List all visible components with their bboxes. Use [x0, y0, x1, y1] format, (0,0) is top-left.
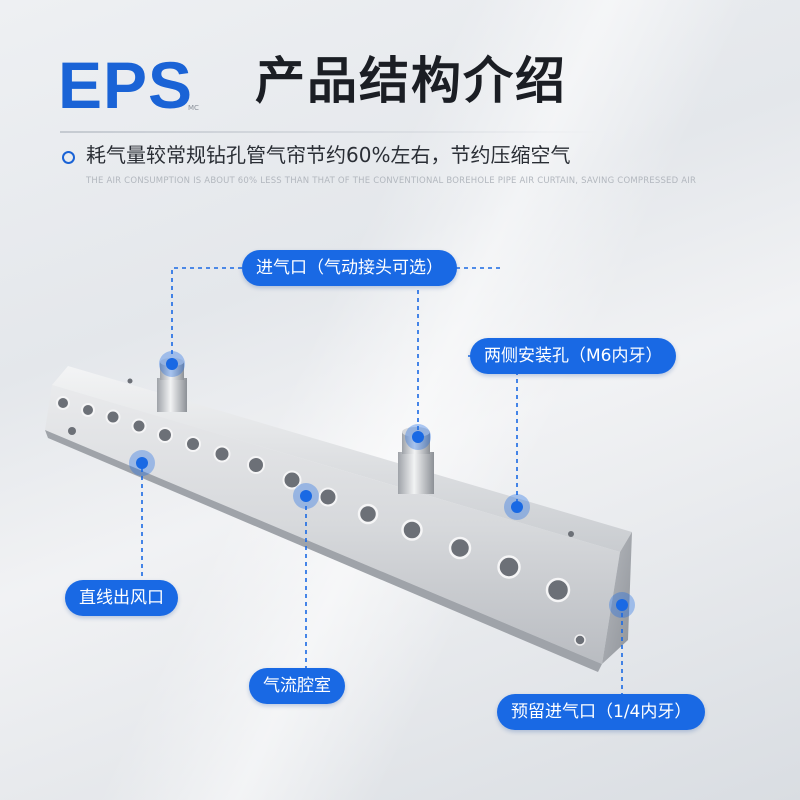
- inlet-right-marker: [405, 424, 431, 450]
- callout-inlet: 进气口（气动接头可选）: [242, 250, 457, 286]
- intro-text-en: THE AIR CONSUMPTION IS ABOUT 60% LESS TH…: [86, 176, 697, 186]
- bullet-circle-icon: [62, 151, 75, 164]
- callout-mount-holes: 两侧安装孔（M6内牙）: [470, 338, 677, 374]
- page-title: 产品结构介绍: [255, 52, 567, 110]
- callout-chamber: 气流腔室: [249, 668, 345, 704]
- outlet-holes: [56, 378, 586, 646]
- air-knife-body: [45, 366, 632, 672]
- chamber-marker: [293, 483, 319, 509]
- header-divider: [60, 131, 600, 133]
- brand-mark: MC: [188, 104, 199, 112]
- reserved-inlet-marker: [609, 592, 635, 618]
- intro-text: 耗气量较常规钻孔管气帘节约60%左右，节约压缩空气: [86, 143, 571, 167]
- callout-outlet: 直线出风口: [65, 580, 178, 616]
- inlet-left-marker: [159, 351, 185, 377]
- outlet-marker: [129, 450, 155, 476]
- mount-hole-marker: [504, 494, 530, 520]
- callout-reserved-inlet: 预留进气口（1/4内牙）: [497, 694, 706, 730]
- brand-logo: EPS: [58, 48, 194, 122]
